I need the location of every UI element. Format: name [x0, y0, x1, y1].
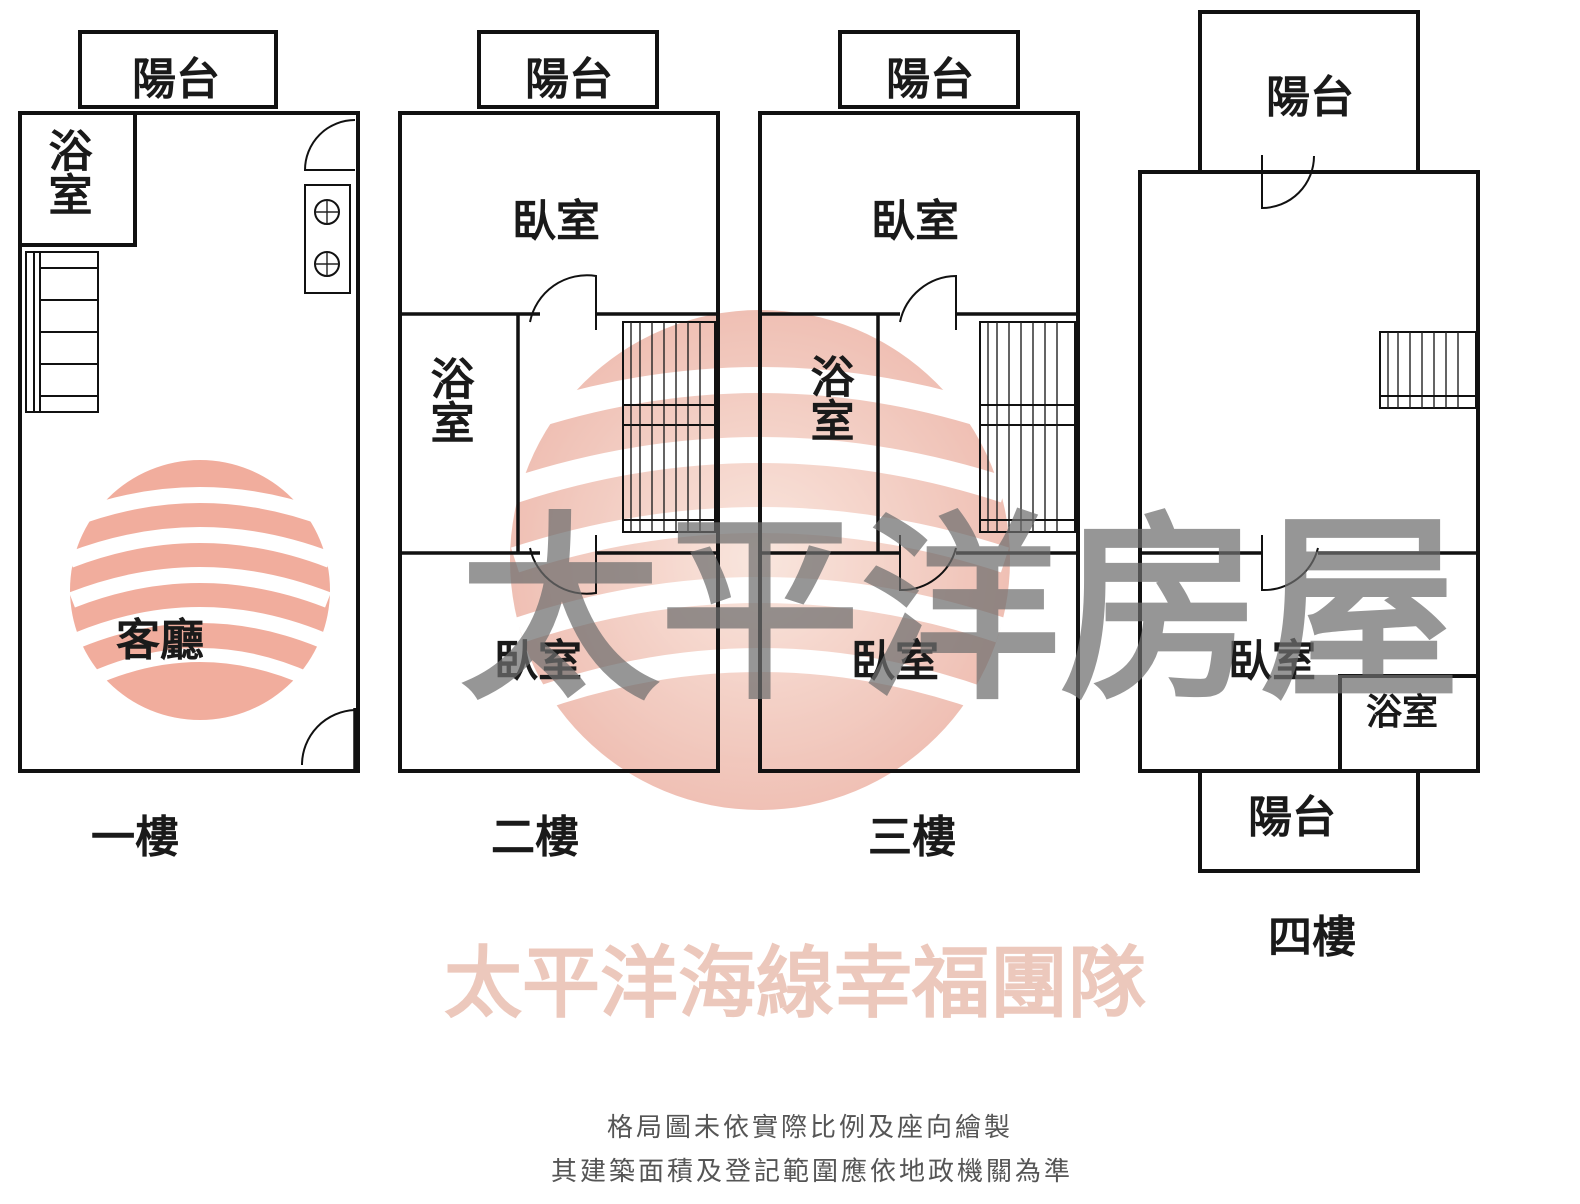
floor-3-plan: [758, 30, 1080, 773]
floor-4-stairs: [1379, 331, 1477, 409]
floor-1-plan: [18, 30, 360, 773]
floor-3-door-lower: [899, 535, 957, 592]
floor-4-balcony-top-label: 陽台: [1266, 72, 1354, 123]
floor-1-balcony-label: 陽台: [132, 54, 220, 105]
floor-2-name: 二樓: [491, 812, 579, 863]
watermark-brand-text: 太平洋房屋: [460, 493, 1460, 728]
floor-2-plan: [398, 30, 720, 773]
floor-1-bathroom: [18, 111, 137, 247]
watermark-logo-left: [67, 460, 333, 720]
floor-4-door-top: [1261, 155, 1315, 210]
floor-2-balcony-label: 陽台: [525, 54, 613, 105]
floor-1-bath-label: 浴室: [41, 128, 93, 216]
floor-1-name: 一樓: [91, 812, 179, 863]
floor-2-stairs: [622, 321, 716, 533]
floor-1-stairs: [25, 251, 99, 413]
floor-1-balcony: [78, 30, 278, 109]
floor-4-bathroom: [1338, 674, 1480, 773]
floor-2-door-lower: [529, 535, 597, 595]
disclaimer-line-1: 格局圖未依實際比例及座向繪製: [607, 1113, 1013, 1143]
floor-2-door-upper: [529, 274, 597, 330]
floor-3-bedroom-top-label: 臥室: [871, 196, 959, 247]
disclaimer-line-2: 其建築面積及登記範圍應依地政機關為準: [551, 1157, 1073, 1187]
floor-4-name: 四樓: [1268, 912, 1356, 963]
floor-3-name: 三樓: [868, 812, 956, 863]
floor-4-bedroom-label: 臥室: [1228, 636, 1316, 687]
floor-2-bath-label: 浴室: [423, 356, 475, 444]
floor-1-living-label: 客廳: [116, 615, 204, 666]
floor-4-door-mid: [1261, 535, 1319, 592]
floor-2-bedroom-bottom-label: 臥室: [494, 636, 582, 687]
floor-4-bath-label: 浴室: [1366, 691, 1438, 733]
floor-4-plan: [1138, 10, 1480, 873]
floor-3-door-upper: [899, 274, 957, 330]
floor-1-stove: [304, 184, 351, 294]
floor-4-balcony-bottom-label: 陽台: [1248, 792, 1336, 843]
floor-3-stairs: [979, 321, 1076, 533]
floor-1-door-bottom: [301, 709, 356, 766]
watermark-team-text: 太平洋海線幸福團隊: [444, 938, 1146, 1029]
floor-1-outline: [18, 111, 360, 773]
floor-3-bedroom-bottom-label: 臥室: [851, 636, 939, 687]
floor-3-balcony-label: 陽台: [886, 54, 974, 105]
floor-2-bedroom-top-label: 臥室: [512, 196, 600, 247]
floor-1-door-top: [303, 119, 356, 171]
floor-3-bath-label: 浴室: [803, 354, 855, 442]
